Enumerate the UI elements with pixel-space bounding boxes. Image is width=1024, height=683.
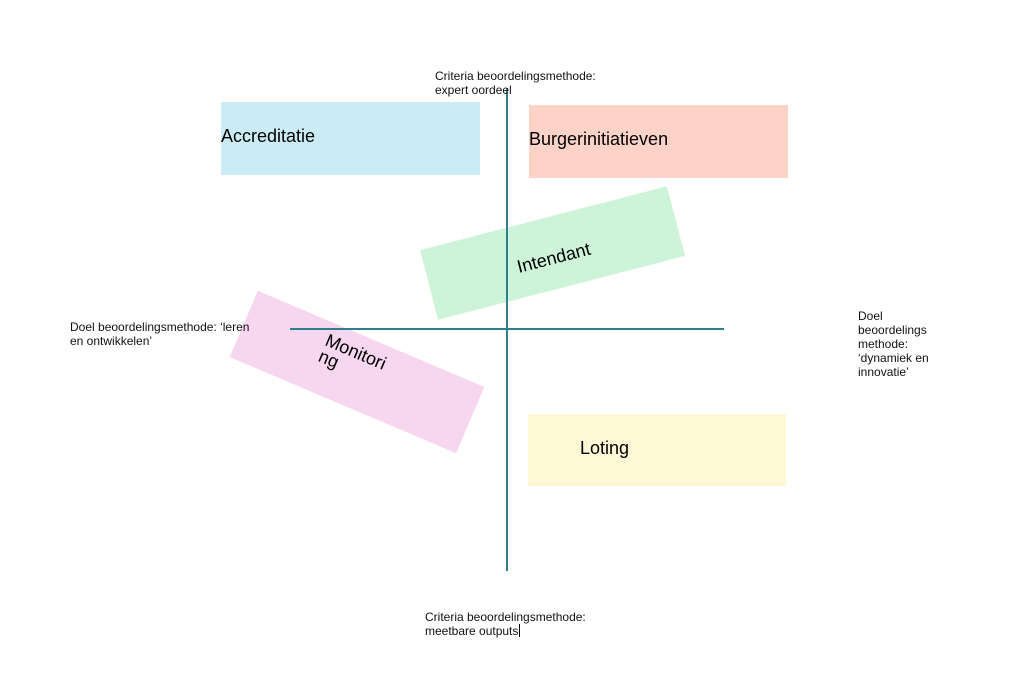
card-intendant[interactable]: Intendant — [420, 186, 685, 320]
axis-label-right[interactable]: Doel beoordelings methode: ‘dynamiek en … — [858, 309, 929, 379]
text-cursor — [519, 624, 521, 637]
card-accreditatie[interactable]: Accreditatie — [221, 102, 480, 175]
card-accreditatie-label: Accreditatie — [221, 126, 316, 146]
card-monitoring-label: Monitoring — [315, 330, 390, 374]
card-loting[interactable]: Loting — [528, 414, 786, 486]
card-burgerinitiatieven-label: Burgerinitiatieven — [529, 129, 669, 149]
card-loting-label: Loting — [580, 437, 630, 458]
axis-label-bottom: Criteria beoordelingsmethode: meetbare o… — [425, 610, 586, 638]
axis-label-left[interactable]: Doel beoordelingsmethode: ‘leren en ontw… — [70, 320, 250, 348]
axis-label-bottom-wrapper[interactable]: Criteria beoordelingsmethode: meetbare o… — [425, 610, 625, 638]
axis-label-top[interactable]: Criteria beoordelingsmethode: expert oor… — [435, 69, 596, 97]
card-burgerinitiatieven[interactable]: Burgerinitiatieven — [529, 105, 788, 178]
horizontal-axis[interactable] — [290, 328, 724, 330]
card-intendant-label: Intendant — [514, 238, 593, 277]
